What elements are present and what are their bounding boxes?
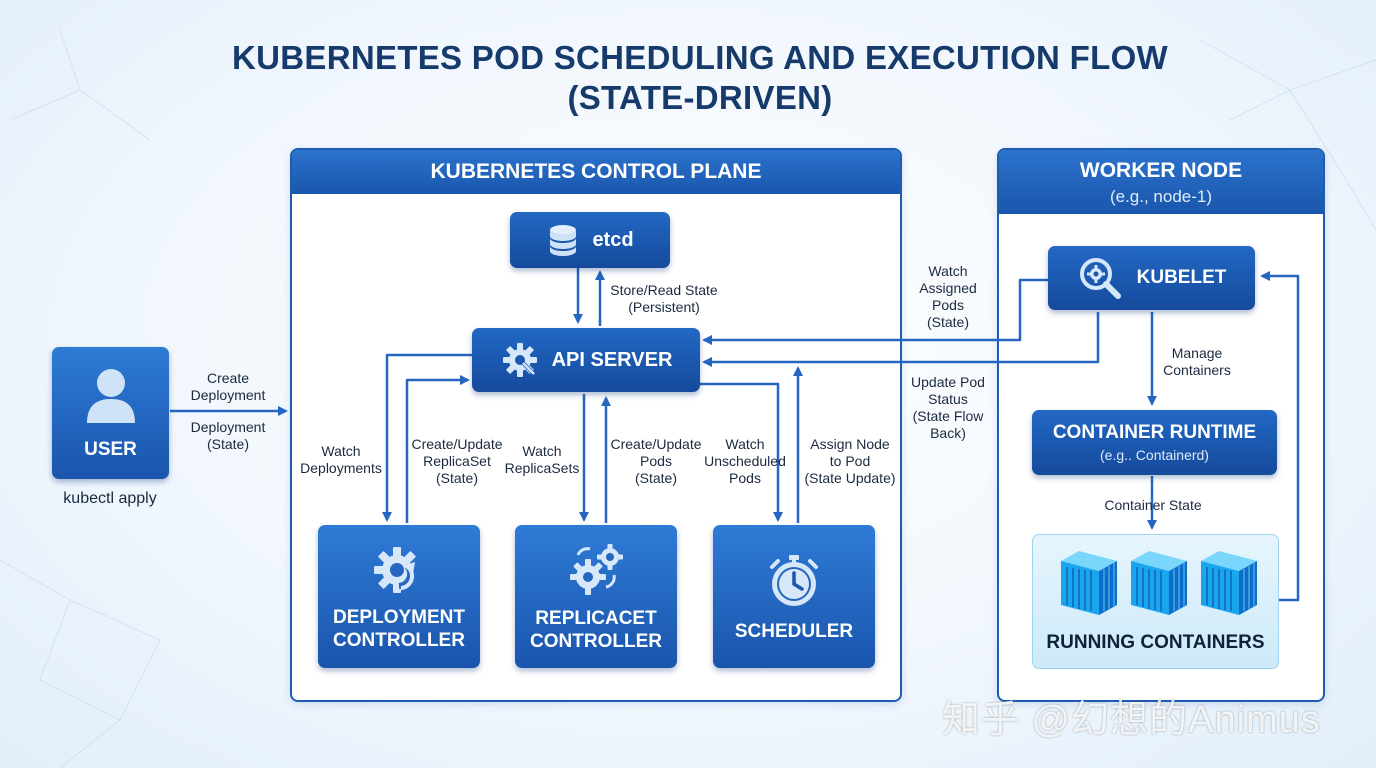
label-update-pod-status: Update Pod Status (State Flow Back) [911, 374, 985, 441]
container-cube-icons [1060, 550, 1258, 616]
label-deployment-state: Deployment (State) [190, 419, 266, 452]
container-runtime-block[interactable]: CONTAINER RUNTIME (e.g.. Containerd) [1032, 410, 1277, 475]
arrow-create-update-replicaset [405, 375, 470, 523]
api-server-label: API SERVER [551, 348, 673, 371]
label-watch-unscheduled-pods: Watch Unscheduled Pods [704, 436, 786, 486]
magnifier-gear-icon [1079, 258, 1121, 299]
arrow-containers-to-kubelet [1260, 271, 1300, 602]
scheduler-block[interactable]: SCHEDULER [713, 525, 875, 668]
label-store-read-state: Store/Read State (Persistent) [610, 282, 718, 315]
running-containers-label: RUNNING CONTAINERS [1046, 632, 1265, 653]
background-network-decoration [0, 29, 1376, 768]
replicaset-controller-block[interactable]: REPLICACET CONTROLLER [515, 525, 677, 668]
user-icon [86, 369, 135, 423]
diagram-title: KUBERNETES POD SCHEDULING AND EXECUTION … [0, 38, 1376, 118]
kubelet-label: KUBELET [1136, 267, 1227, 288]
arrow-watch-unscheduled-pods [700, 382, 783, 522]
etcd-label: etcd [592, 228, 634, 251]
label-create-update-pods: Create/Update Pods (State) [610, 436, 702, 486]
scheduler-label: SCHEDULER [734, 620, 854, 642]
stopwatch-icon [770, 554, 818, 606]
label-create-deployment: Create Deployment [190, 370, 266, 403]
replicaset-controller-label: REPLICACET CONTROLLER [530, 607, 662, 653]
label-watch-deployments: Watch Deployments [300, 443, 382, 476]
arrow-update-pod-status [702, 312, 1100, 367]
api-server-block[interactable]: API SERVER [472, 328, 700, 392]
watermark: 知乎 @幻想的Animus [942, 699, 1321, 741]
label-create-update-replicaset: Create/Update ReplicaSet (State) [411, 436, 503, 486]
worker-node-title: WORKER NODE [1079, 159, 1243, 182]
deployment-controller-line2: CONTROLLER [333, 629, 465, 651]
title-line-1: KUBERNETES POD SCHEDULING AND EXECUTION … [231, 39, 1168, 76]
control-plane-title: KUBERNETES CONTROL PLANE [430, 160, 762, 183]
control-plane-header: KUBERNETES CONTROL PLANE [292, 150, 900, 194]
label-assign-node: Assign Node to Pod (State Update) [804, 436, 896, 486]
kubelet-block[interactable]: KUBELET [1048, 246, 1255, 310]
replicaset-controller-line1: REPLICACET [535, 607, 657, 629]
container-runtime-label: CONTAINER RUNTIME [1052, 422, 1257, 443]
gear-refresh-icon [374, 546, 416, 593]
label-manage-containers: Manage Containers [1163, 345, 1231, 378]
container-runtime-sub: (e.g.. Containerd) [1100, 447, 1209, 463]
title-line-2: (STATE-DRIVEN) [567, 79, 833, 116]
deployment-controller-block[interactable]: DEPLOYMENT CONTROLLER [318, 525, 480, 668]
worker-node-header: WORKER NODE (e.g., node-1) [999, 150, 1323, 214]
replicaset-controller-line2: CONTROLLER [530, 630, 662, 652]
etcd-block[interactable]: etcd [510, 212, 670, 268]
gear-wrench-icon [502, 343, 537, 377]
database-icon [550, 225, 577, 256]
worker-node-subtitle: (e.g., node-1) [1109, 187, 1213, 206]
user-block[interactable]: USER [52, 347, 169, 479]
arrow-watch-assigned-pods [702, 278, 1048, 345]
gears-icon [570, 543, 623, 595]
running-containers-box[interactable]: RUNNING CONTAINERS [1032, 534, 1279, 669]
label-watch-assigned-pods: Watch Assigned Pods (State) [919, 263, 977, 330]
deployment-controller-label: DEPLOYMENT CONTROLLER [333, 606, 465, 652]
user-caption: kubectl apply [63, 490, 157, 507]
user-label: USER [84, 439, 137, 460]
arrow-watch-deployments [382, 353, 472, 522]
label-watch-replicasets: Watch ReplicaSets [504, 443, 580, 476]
deployment-controller-line1: DEPLOYMENT [333, 606, 465, 628]
label-container-state: Container State [1104, 497, 1202, 513]
